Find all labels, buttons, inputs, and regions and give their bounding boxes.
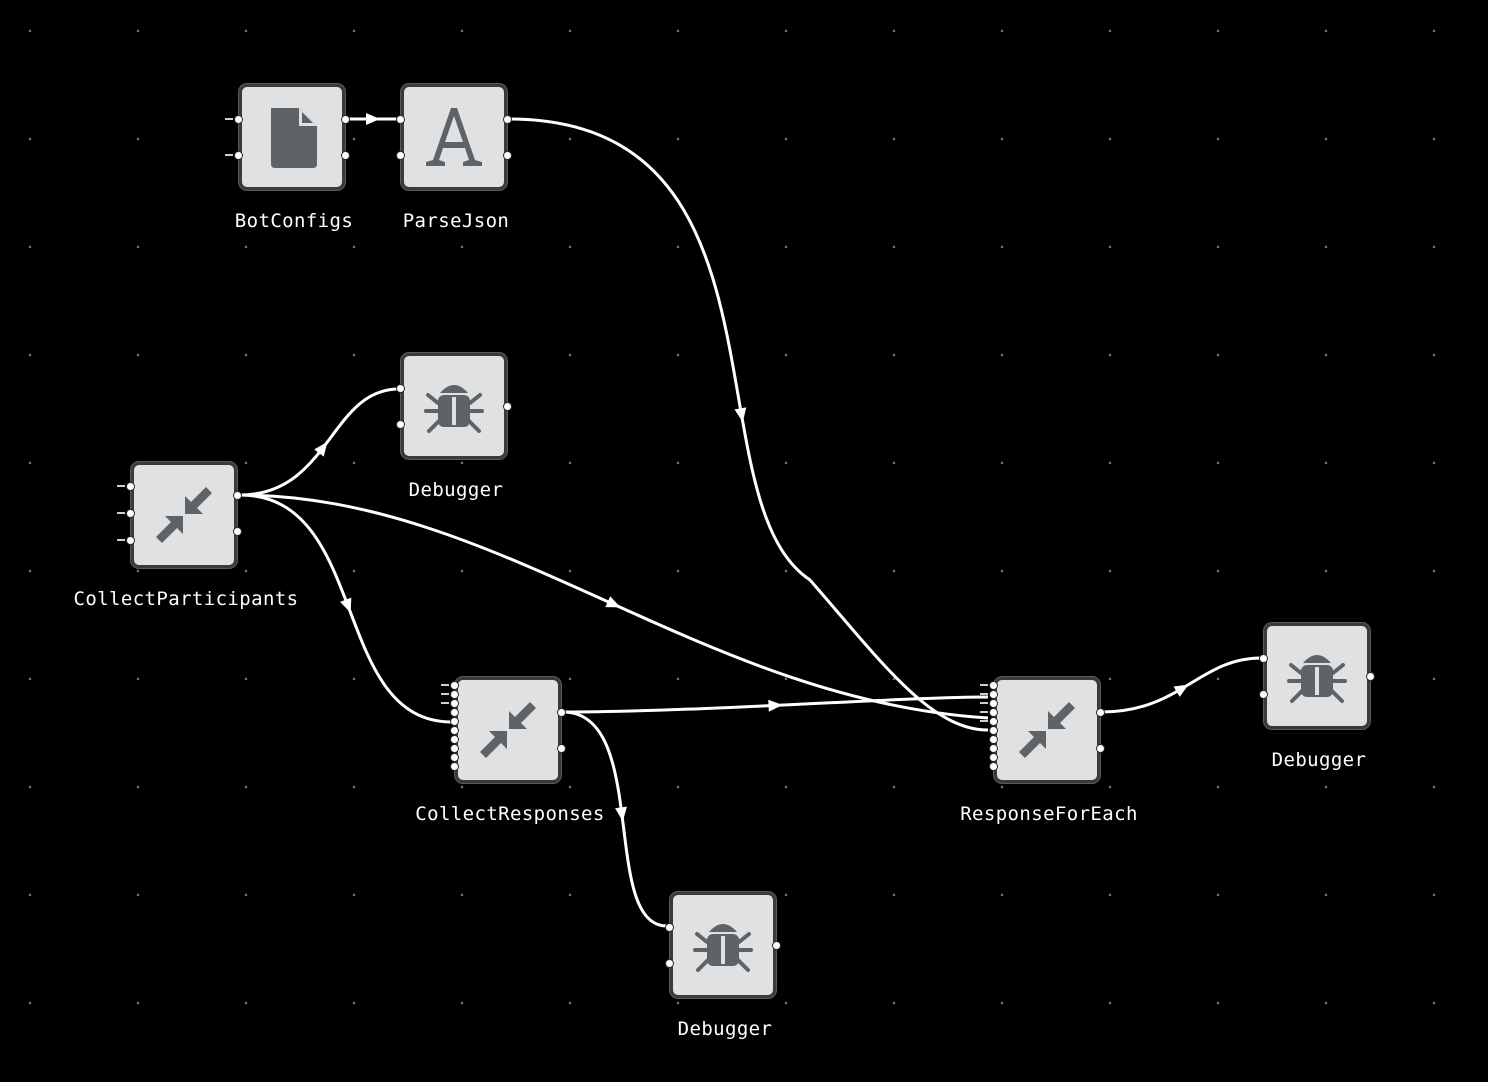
node-parsejson-body[interactable]: [401, 84, 507, 190]
compress-icon: [1019, 702, 1075, 758]
edge-arrow-icon: [314, 441, 328, 457]
input-port[interactable]: [450, 726, 459, 735]
input-port[interactable]: [665, 959, 674, 968]
node-label: ResponseForEach: [960, 803, 1138, 825]
node-debugger-body[interactable]: [401, 353, 507, 459]
node-label: ParseJson: [402, 210, 510, 232]
output-port[interactable]: [341, 115, 350, 124]
input-port[interactable]: [450, 690, 459, 699]
input-port[interactable]: [989, 726, 998, 735]
input-port[interactable]: [450, 699, 459, 708]
bug-icon: [424, 385, 484, 433]
input-port[interactable]: [450, 762, 459, 771]
edge-parsejson-to-responseforeach[interactable]: [508, 117, 989, 732]
node-parsejson[interactable]: ParseJson: [396, 84, 512, 232]
input-port[interactable]: [989, 735, 998, 744]
output-port[interactable]: [1096, 744, 1105, 753]
node-botconfigs[interactable]: BotConfigs: [225, 84, 353, 232]
output-port[interactable]: [503, 402, 512, 411]
node-collectresponses[interactable]: CollectResponses: [415, 677, 604, 825]
output-port[interactable]: [557, 708, 566, 717]
input-port[interactable]: [234, 115, 243, 124]
output-port[interactable]: [772, 941, 781, 950]
input-port[interactable]: [989, 690, 998, 699]
input-port[interactable]: [126, 482, 135, 491]
input-port[interactable]: [989, 681, 998, 690]
input-port[interactable]: [396, 420, 405, 429]
node-debugger[interactable]: Debugger: [396, 353, 512, 501]
input-port[interactable]: [989, 762, 998, 771]
file-icon: [271, 108, 317, 168]
node-responseforeach[interactable]: ResponseForEach: [960, 677, 1137, 825]
output-port[interactable]: [1366, 672, 1375, 681]
node-label: BotConfigs: [234, 210, 354, 232]
node-label: Debugger: [1271, 749, 1367, 771]
bug-icon: [693, 924, 753, 972]
input-port[interactable]: [450, 708, 459, 717]
node-label: Debugger: [677, 1018, 773, 1040]
edge-arrow-icon: [366, 113, 380, 125]
input-port[interactable]: [989, 717, 998, 726]
edge-arrow-icon: [1173, 684, 1189, 697]
node-debugger[interactable]: Debugger: [1259, 623, 1375, 771]
input-port[interactable]: [989, 744, 998, 753]
edge-arrow-icon: [605, 596, 621, 608]
edge-responseforeach-to-debugger2[interactable]: [1101, 656, 1262, 714]
input-port[interactable]: [234, 151, 243, 160]
input-port[interactable]: [989, 753, 998, 762]
node-debugger-body[interactable]: [670, 892, 776, 998]
font-a-icon: [426, 108, 482, 166]
input-port[interactable]: [126, 536, 135, 545]
output-port[interactable]: [503, 115, 512, 124]
edge-collectparticipants-to-debugger1[interactable]: [239, 387, 400, 497]
input-port[interactable]: [396, 115, 405, 124]
output-port[interactable]: [503, 151, 512, 160]
edge-arrow-icon: [615, 806, 627, 822]
input-port[interactable]: [450, 753, 459, 762]
edge-collectparticipants-to-responseforeach[interactable]: [239, 493, 989, 720]
node-responseforeach-body[interactable]: [994, 677, 1100, 783]
node-debugger-body[interactable]: [1264, 623, 1370, 729]
input-port[interactable]: [126, 509, 135, 518]
output-port[interactable]: [1096, 708, 1105, 717]
input-port[interactable]: [665, 923, 674, 932]
input-port[interactable]: [1259, 654, 1268, 663]
node-collectresponses-body[interactable]: [455, 677, 561, 783]
input-port[interactable]: [989, 708, 998, 717]
compress-icon: [480, 702, 536, 758]
input-port[interactable]: [450, 744, 459, 753]
compress-icon: [156, 487, 212, 543]
input-port[interactable]: [396, 384, 405, 393]
edge-arrow-icon: [768, 699, 783, 712]
output-port[interactable]: [233, 527, 242, 536]
node-collectparticipants-body[interactable]: [131, 462, 237, 568]
input-port[interactable]: [1259, 690, 1268, 699]
edge-collectresponses-to-responseforeach[interactable]: [562, 695, 989, 714]
node-botconfigs-body[interactable]: [239, 84, 345, 190]
input-port[interactable]: [450, 681, 459, 690]
node-debugger[interactable]: Debugger: [665, 892, 781, 1040]
output-port[interactable]: [233, 491, 242, 500]
input-port[interactable]: [450, 717, 459, 726]
input-port[interactable]: [396, 151, 405, 160]
input-port[interactable]: [989, 699, 998, 708]
edge-arrow-icon: [734, 407, 747, 423]
node-label: CollectResponses: [415, 803, 605, 825]
edge-arrow-icon: [340, 597, 352, 613]
node-label: CollectParticipants: [73, 588, 299, 610]
node-label: Debugger: [408, 479, 504, 501]
output-port[interactable]: [341, 151, 350, 160]
node-collectparticipants[interactable]: CollectParticipants: [74, 462, 298, 610]
input-port[interactable]: [450, 735, 459, 744]
output-port[interactable]: [557, 744, 566, 753]
bug-icon: [1287, 655, 1347, 703]
